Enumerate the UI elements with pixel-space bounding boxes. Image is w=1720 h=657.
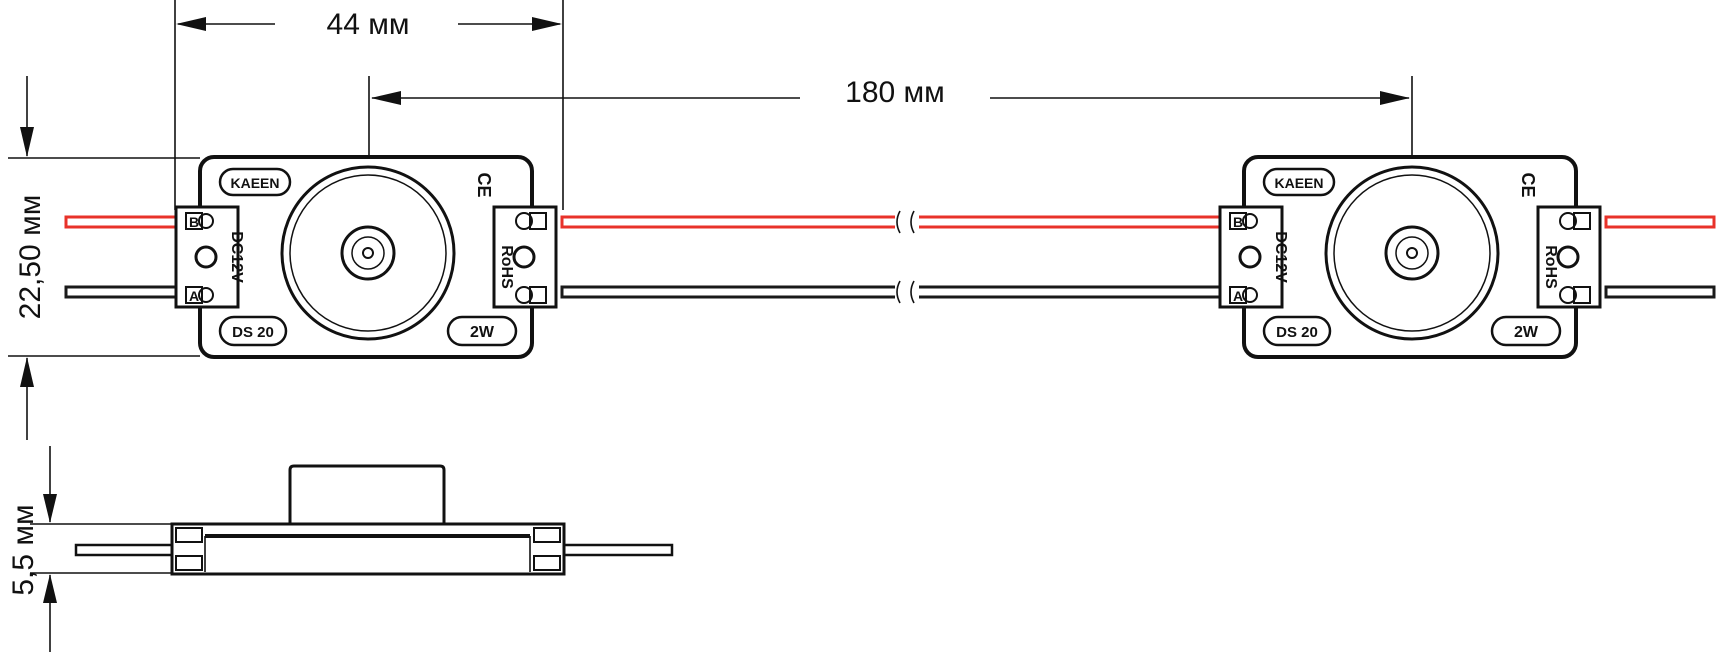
dimension-label-22-5: 22,50 мм bbox=[14, 195, 47, 320]
power-label: 2W bbox=[470, 324, 495, 341]
module-side-view bbox=[74, 464, 674, 576]
black-wire-left-lead bbox=[64, 285, 178, 299]
terminal-b-label: B bbox=[189, 214, 199, 230]
led-chip bbox=[1384, 225, 1440, 281]
black-wire-right-lead bbox=[1604, 285, 1716, 299]
ce-mark: CE bbox=[474, 172, 494, 197]
dimension-label-180: 180 мм bbox=[845, 76, 945, 109]
red-wire-middle bbox=[560, 215, 1222, 229]
led-lens bbox=[280, 165, 456, 341]
red-wire-right-lead bbox=[1604, 215, 1716, 229]
voltage-label: DC12V bbox=[228, 231, 245, 283]
led-lens bbox=[1324, 165, 1500, 341]
ce-mark: CE bbox=[1518, 172, 1538, 197]
brand-label: KAEEN bbox=[1274, 175, 1323, 191]
brand-label: KAEEN bbox=[230, 175, 279, 191]
dimension-22-5mm: 22,50 мм bbox=[8, 76, 200, 440]
model-label: DS 20 bbox=[1276, 324, 1318, 341]
led-chip bbox=[340, 225, 396, 281]
black-wire-middle bbox=[560, 285, 1222, 299]
side-view-right-lead bbox=[560, 543, 674, 557]
red-wire-left-lead bbox=[64, 215, 178, 229]
voltage-label: DC12V bbox=[1272, 231, 1289, 283]
side-view-body bbox=[170, 522, 566, 576]
terminal-a-label: A bbox=[1233, 288, 1243, 304]
side-view-lens bbox=[288, 464, 446, 526]
power-label: 2W bbox=[1514, 324, 1539, 341]
dimension-180mm: 180 мм bbox=[368, 76, 1413, 258]
dimension-label-44: 44 мм bbox=[327, 8, 410, 41]
model-label: DS 20 bbox=[232, 324, 274, 341]
led-module-1: KAEEN DS 20 2W DC12V CE RoHS B A bbox=[174, 155, 558, 359]
terminal-a-label: A bbox=[189, 288, 199, 304]
terminal-b-label: B bbox=[1233, 214, 1243, 230]
rohs-label: RoHS bbox=[498, 245, 515, 289]
dimension-44mm: 44 мм bbox=[174, 0, 564, 210]
led-module-2: KAEEN DS 20 2W DC12V CE RoHS B A bbox=[1218, 155, 1602, 359]
wire-break-marks bbox=[895, 210, 919, 304]
dimension-label-5-5: 5,5 мм bbox=[7, 504, 40, 595]
side-view-left-lead bbox=[74, 543, 178, 557]
rohs-label: RoHS bbox=[1542, 245, 1559, 289]
